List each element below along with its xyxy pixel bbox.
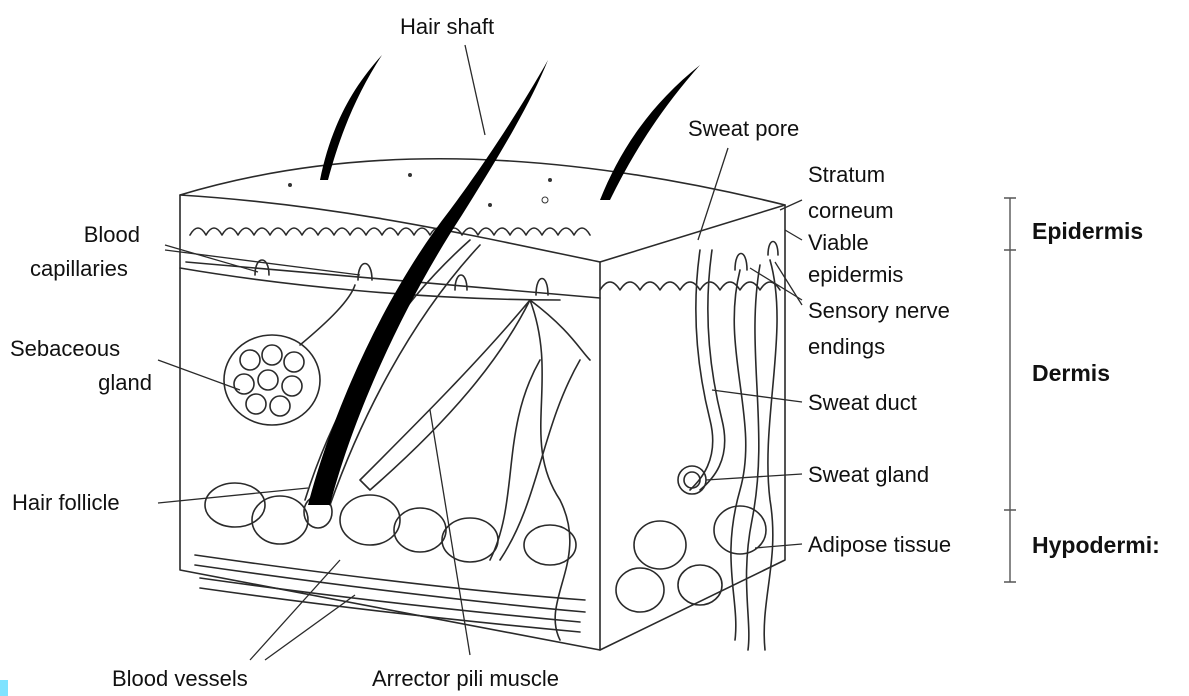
leader-adipose (755, 544, 802, 548)
label-arrector-pili-muscle: Arrector pili muscle (372, 666, 559, 692)
label-sensory-nerve-line1: Sensory nerve (808, 298, 950, 324)
label-hair-follicle: Hair follicle (12, 490, 120, 516)
label-stratum-corneum-line2: corneum (808, 198, 894, 224)
layer-label-dermis: Dermis (1032, 360, 1110, 386)
label-blood-capillaries-line2: capillaries (30, 256, 128, 282)
label-sensory-nerve-line2: endings (808, 334, 885, 360)
label-viable-epidermis-line1: Viable (808, 230, 869, 256)
label-sweat-pore: Sweat pore (688, 116, 799, 142)
leader-sensory-2 (775, 262, 802, 305)
label-sebaceous-gland-line1: Sebaceous (10, 336, 120, 362)
layer-label-hypodermis: Hypodermi: (1032, 532, 1187, 558)
leader-hair-shaft (465, 45, 485, 135)
label-stratum-corneum-line1: Stratum (808, 162, 885, 188)
layer-label-epidermis: Epidermis (1032, 218, 1143, 244)
adipose-cell (205, 483, 265, 527)
epidermis-boundary (190, 228, 590, 235)
hair-right (600, 65, 700, 200)
leader-sebaceous (158, 360, 240, 390)
leader-sweat-gland (706, 474, 802, 480)
label-adipose-tissue: Adipose tissue (808, 532, 951, 558)
sweat-gland-shape (678, 466, 706, 494)
blood-vessel (195, 555, 585, 600)
bracket-hypodermis (1004, 510, 1016, 582)
label-sweat-duct: Sweat duct (808, 390, 917, 416)
label-blood-vessels: Blood vessels (112, 666, 248, 692)
leader-capillaries-1 (165, 245, 258, 272)
label-hair-shaft: Hair shaft (400, 14, 494, 40)
leader-viable-epidermis (785, 230, 802, 240)
leader-sweat-pore (698, 148, 728, 240)
corner-accent-mark (0, 680, 8, 696)
label-blood-capillaries-line1: Blood (40, 222, 140, 248)
label-sebaceous-gland-line2: gland (40, 370, 152, 396)
label-sweat-gland: Sweat gland (808, 462, 929, 488)
bracket-epidermis (1004, 198, 1016, 250)
label-viable-epidermis-line2: epidermis (808, 262, 903, 288)
bracket-dermis (1004, 250, 1016, 510)
